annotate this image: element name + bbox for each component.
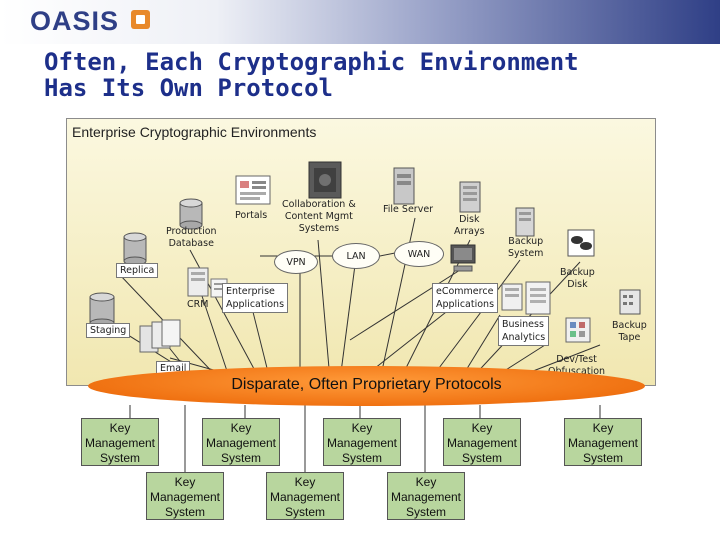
km-line-1: Key xyxy=(471,421,493,435)
backup-tape-icon xyxy=(619,289,641,315)
km-line-3: System xyxy=(461,451,502,465)
backup-disk-line-2: Disk xyxy=(567,279,588,290)
km-line-2: Management xyxy=(205,436,277,450)
devtest-line-2: Obfuscation xyxy=(548,366,606,377)
slide-title-line-1: Often, Each Cryptographic Environment xyxy=(44,48,579,76)
km-line-2: Management xyxy=(326,436,398,450)
key-management-system: Key Management System xyxy=(443,418,521,466)
km-line-1: Key xyxy=(592,421,614,435)
km-line-3: System xyxy=(164,505,205,519)
backup-system-icon xyxy=(515,207,535,237)
protocols-label: Disparate, Often Proprietary Protocols xyxy=(231,376,502,393)
lan-cloud: LAN xyxy=(332,243,380,269)
km-line-3: System xyxy=(405,505,446,519)
file-server-label: File Server xyxy=(383,204,434,215)
staging-label: Staging xyxy=(86,323,131,338)
backup-tape-label: Backup Tape xyxy=(612,320,647,344)
km-line-3: System xyxy=(582,451,623,465)
key-management-system: Key Management System xyxy=(202,418,280,466)
production-database-icon xyxy=(179,198,203,230)
email-servers-icon xyxy=(139,319,181,353)
backup-system-label: Backup System xyxy=(508,236,543,260)
enterprise-apps-label: Enterprise Applications xyxy=(222,283,289,313)
km-line-1: Key xyxy=(109,421,131,435)
replica-label: Replica xyxy=(116,263,159,278)
km-line-2: Management xyxy=(567,436,639,450)
collab-label: Collaboration & Content Mgmt Systems xyxy=(282,199,356,235)
enterprise-apps-line-2: Applications xyxy=(226,299,285,310)
crm-label: CRM xyxy=(187,299,209,310)
devtest-label: Dev/Test Obfuscation xyxy=(548,354,605,378)
business-analytics-label: Business Analytics xyxy=(498,316,550,346)
business-analytics-line-1: Business xyxy=(502,319,544,330)
backup-tape-line-1: Backup xyxy=(612,320,647,331)
ecommerce-label: eCommerce Applications xyxy=(432,283,499,313)
key-management-system: Key Management System xyxy=(266,472,344,520)
slide-title: Often, Each Cryptographic Environment Ha… xyxy=(44,49,684,101)
crm-server-icon xyxy=(187,267,209,297)
collab-line-1: Collaboration & xyxy=(282,199,356,210)
devtest-icon xyxy=(565,317,591,343)
backup-tape-line-2: Tape xyxy=(618,332,641,343)
enterprise-apps-line-1: Enterprise xyxy=(226,286,275,297)
km-line-1: Key xyxy=(294,475,316,489)
oasis-logo-mark-icon xyxy=(131,10,150,29)
header-bar xyxy=(0,0,720,44)
km-line-1: Key xyxy=(230,421,252,435)
km-line-3: System xyxy=(220,451,261,465)
production-db-line-1: Production xyxy=(166,226,217,237)
disk-arrays-icon xyxy=(459,181,481,213)
collab-line-2: Content Mgmt xyxy=(284,211,353,222)
backup-disk-line-1: Backup xyxy=(560,267,595,278)
key-management-system: Key Management System xyxy=(81,418,159,466)
key-management-system: Key Management System xyxy=(323,418,401,466)
km-line-2: Management xyxy=(149,490,221,504)
panel-title: Enterprise Cryptographic Environments xyxy=(72,124,317,140)
km-line-3: System xyxy=(341,451,382,465)
disk-arrays-line-1: Disk xyxy=(459,214,480,225)
slide-title-line-2: Has Its Own Protocol xyxy=(44,74,333,102)
km-line-1: Key xyxy=(174,475,196,489)
production-db-line-2: Database xyxy=(168,238,214,249)
collab-line-3: Systems xyxy=(298,223,340,234)
portals-label: Portals xyxy=(235,210,268,221)
wan-cloud: WAN xyxy=(394,241,444,267)
key-management-system: Key Management System xyxy=(146,472,224,520)
disk-arrays-label: Disk Arrays xyxy=(454,214,485,238)
key-management-system: Key Management System xyxy=(564,418,642,466)
backup-system-line-2: System xyxy=(508,248,544,259)
km-line-1: Key xyxy=(415,475,437,489)
key-management-system: Key Management System xyxy=(387,472,465,520)
disk-arrays-line-2: Arrays xyxy=(454,226,485,237)
oasis-logo: OASIS xyxy=(30,6,120,36)
ecommerce-line-1: eCommerce xyxy=(436,286,494,297)
backup-disk-label: Backup Disk xyxy=(560,267,595,291)
backup-system-line-1: Backup xyxy=(508,236,544,247)
business-analytics-icon xyxy=(525,281,551,315)
file-server-icon xyxy=(393,167,415,205)
km-line-2: Management xyxy=(269,490,341,504)
km-line-2: Management xyxy=(446,436,518,450)
protocols-ellipse xyxy=(88,366,645,406)
ecommerce-icon xyxy=(501,283,523,311)
km-line-1: Key xyxy=(351,421,373,435)
km-line-3: System xyxy=(284,505,325,519)
replica-database-icon xyxy=(123,232,147,266)
collaboration-server-icon xyxy=(308,161,342,199)
km-line-2: Management xyxy=(84,436,156,450)
backup-disk-icon xyxy=(567,229,595,257)
portals-icon xyxy=(235,175,271,205)
business-analytics-line-2: Analytics xyxy=(502,332,546,343)
devtest-line-1: Dev/Test xyxy=(556,354,597,365)
km-line-2: Management xyxy=(390,490,462,504)
ecommerce-line-2: Applications xyxy=(436,299,495,310)
production-db-label: Production Database xyxy=(166,226,217,250)
workstation-icon xyxy=(450,244,476,272)
vpn-cloud: VPN xyxy=(274,250,318,274)
km-line-3: System xyxy=(99,451,140,465)
